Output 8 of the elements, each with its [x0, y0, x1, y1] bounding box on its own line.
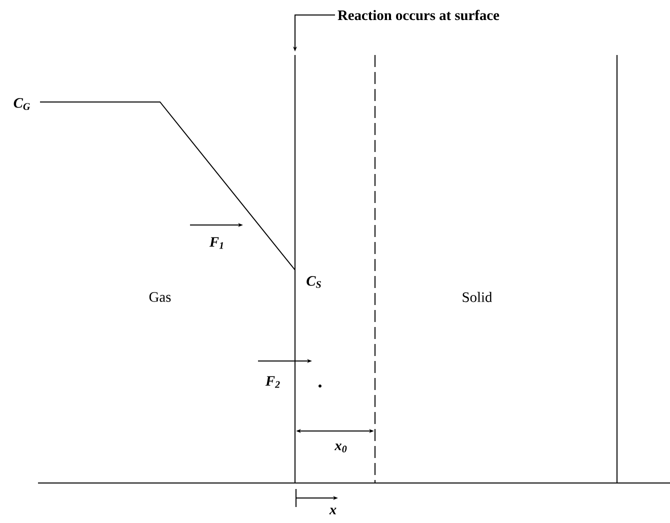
flux-label: F$_{1}$ [209, 237, 224, 249]
dimension-label: x$_{0}$ [334, 444, 347, 452]
region-label: Solid [462, 292, 492, 302]
axis-label: C$_{G}$ [14, 98, 30, 110]
annotation-text: Reaction occurs at surface [338, 10, 500, 20]
axis-label: x [329, 508, 336, 514]
region-label: Gas [149, 292, 171, 302]
flux-label: F$_{2}$ [265, 376, 280, 388]
